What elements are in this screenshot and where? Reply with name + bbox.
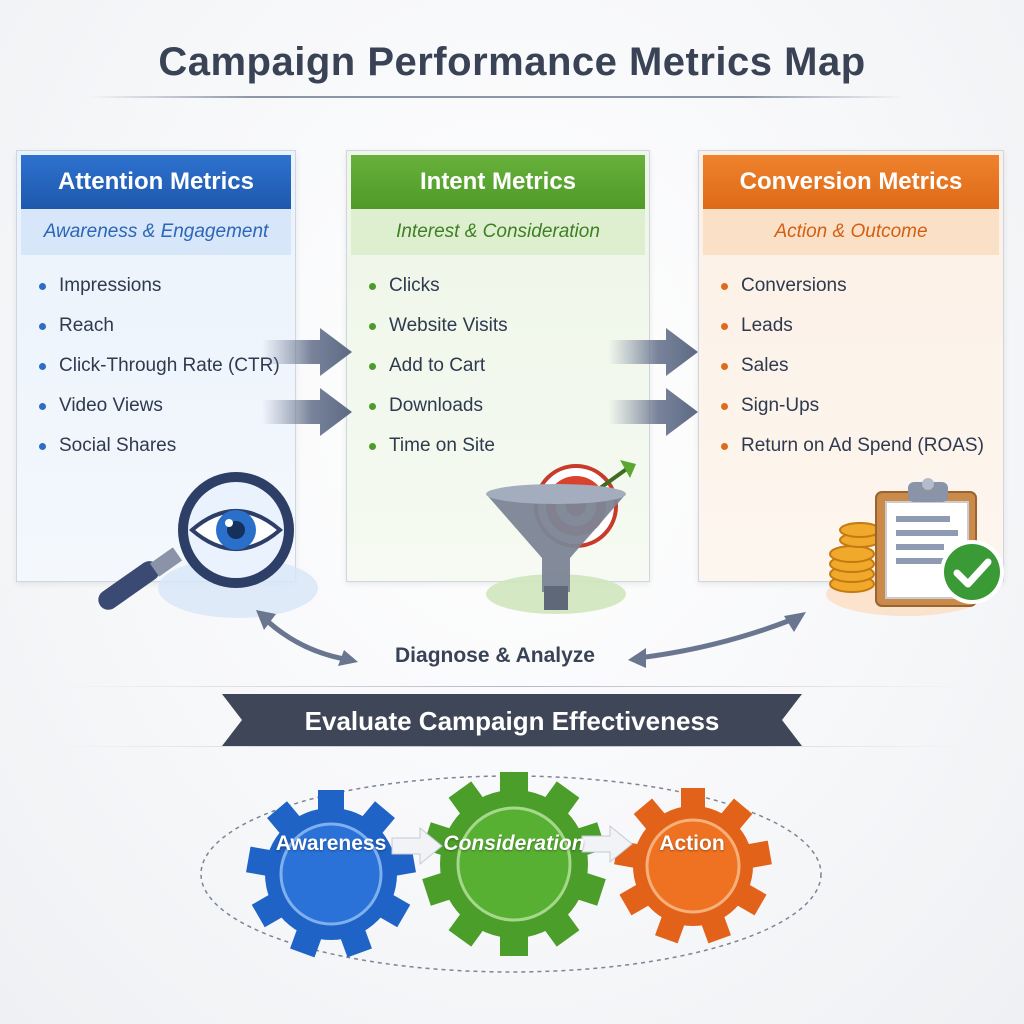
panel-attention-metrics: Attention Metrics Awareness & Engagement… <box>16 150 296 582</box>
list-item: Add to Cart <box>369 353 508 393</box>
banner-ribbon <box>222 694 802 746</box>
list-item: Social Shares <box>39 433 280 473</box>
intent-metrics-list: Clicks Website Visits Add to Cart Downlo… <box>369 273 508 473</box>
panel-conversion-heading: Conversion Metrics <box>703 155 999 209</box>
gear-label-consideration: Consideration <box>443 832 585 855</box>
page-title: Campaign Performance Metrics Map <box>158 40 866 84</box>
panel-intent-heading: Intent Metrics <box>351 155 645 209</box>
list-item: Return on Ad Spend (ROAS) <box>721 433 984 473</box>
gear-label-action: Action <box>659 832 725 855</box>
arrow-right-icon <box>262 328 352 436</box>
panel-conversion-subheading: Action & Outcome <box>703 209 999 255</box>
banner-title: Evaluate Campaign Effectiveness <box>304 706 720 736</box>
arrow-right-icon <box>608 328 698 436</box>
diagnose-label: Diagnose & Analyze <box>395 644 595 667</box>
list-item: Downloads <box>369 393 508 433</box>
gear-consideration-icon <box>422 772 606 956</box>
divider <box>60 686 964 687</box>
double-arrow-right-icon <box>628 612 806 668</box>
list-item: Conversions <box>721 273 984 313</box>
list-item: Video Views <box>39 393 280 433</box>
clipboard-coins-check-icon <box>826 478 1004 616</box>
divider <box>60 746 964 747</box>
funnel-target-icon <box>486 460 636 614</box>
list-item: Reach <box>39 313 280 353</box>
magnifier-eye-icon <box>98 472 318 618</box>
list-item: Sales <box>721 353 984 393</box>
title-divider <box>90 96 904 98</box>
panel-intent-subheading: Interest & Consideration <box>351 209 645 255</box>
panel-intent-metrics: Intent Metrics Interest & Consideration … <box>346 150 650 582</box>
list-item: Sign-Ups <box>721 393 984 433</box>
gear-label-awareness: Awareness <box>275 832 387 855</box>
panel-attention-heading: Attention Metrics <box>21 155 291 209</box>
double-arrow-left-icon <box>256 610 358 666</box>
list-item: Impressions <box>39 273 280 313</box>
panel-attention-subheading: Awareness & Engagement <box>21 209 291 255</box>
list-item: Click-Through Rate (CTR) <box>39 353 280 393</box>
gear-action-icon <box>614 788 772 944</box>
panel-conversion-metrics: Conversion Metrics Action & Outcome Conv… <box>698 150 1004 582</box>
gear-awareness-icon <box>246 790 416 958</box>
list-item: Leads <box>721 313 984 353</box>
conversion-metrics-list: Conversions Leads Sales Sign-Ups Return … <box>721 273 984 473</box>
list-item: Clicks <box>369 273 508 313</box>
attention-metrics-list: Impressions Reach Click-Through Rate (CT… <box>39 273 280 473</box>
list-item: Time on Site <box>369 433 508 473</box>
list-item: Website Visits <box>369 313 508 353</box>
gears-cycle-illustration <box>200 772 822 973</box>
